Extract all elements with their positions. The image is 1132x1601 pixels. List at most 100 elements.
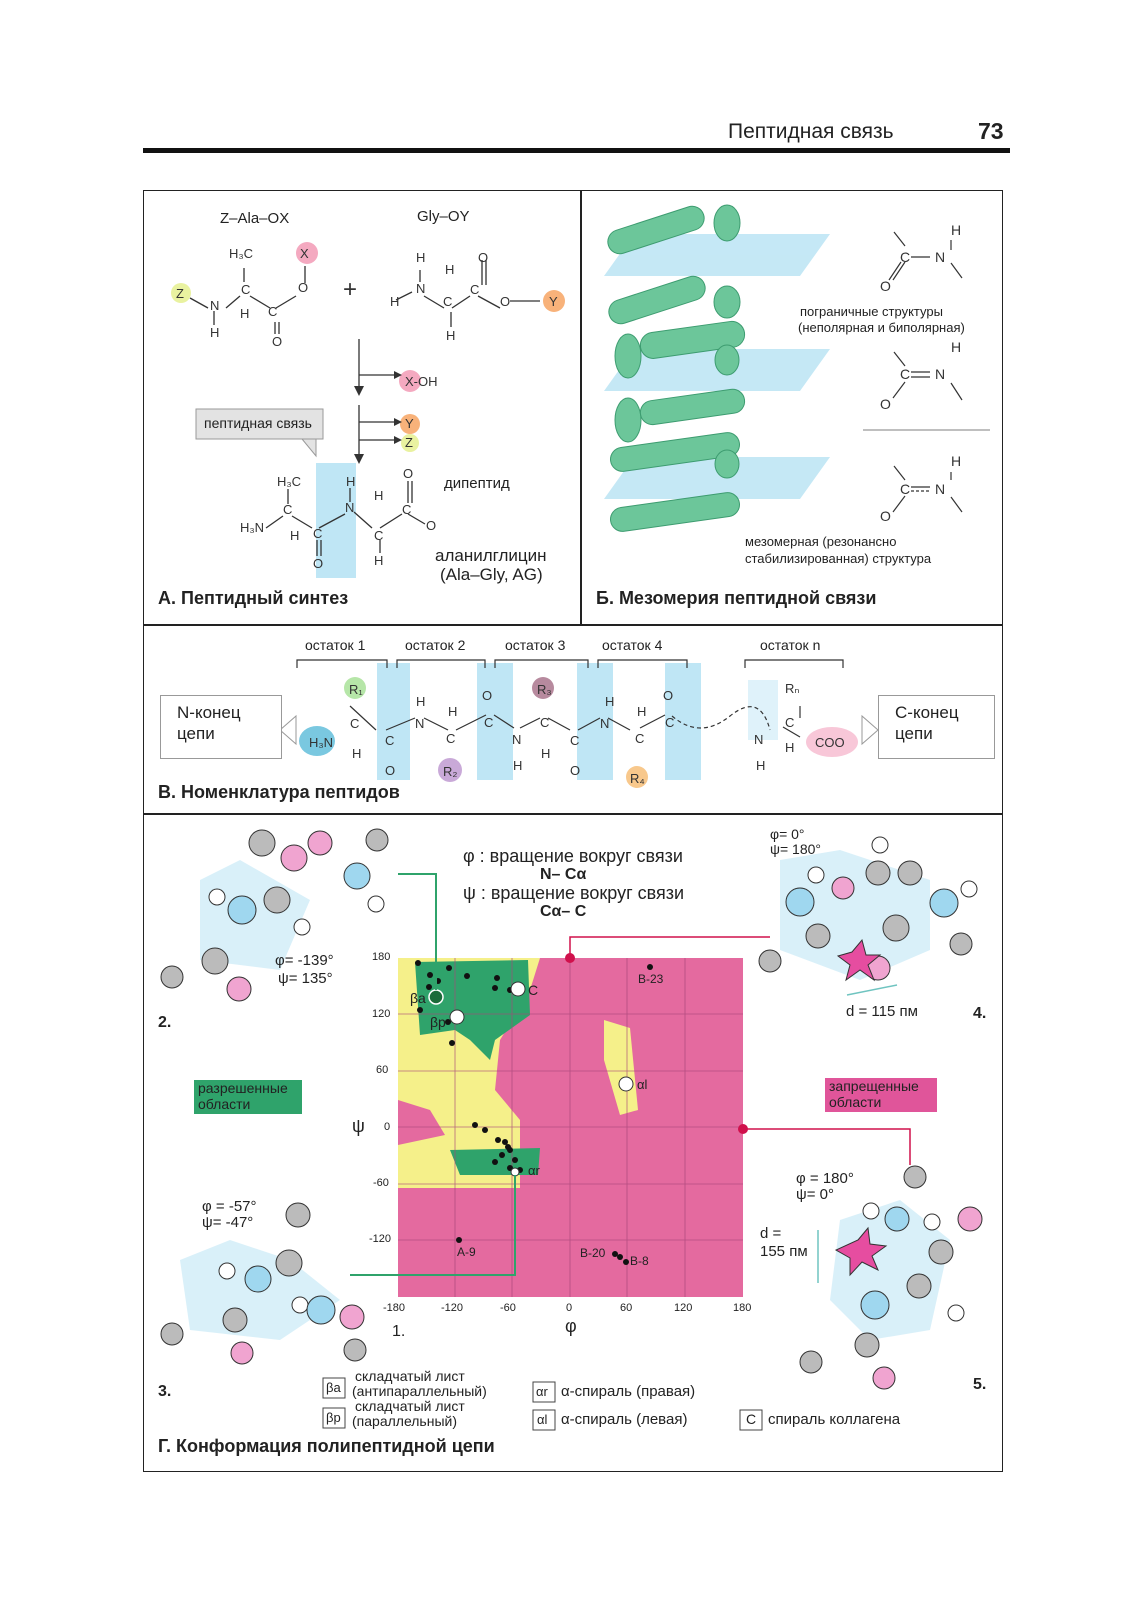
y-tick: -60 (373, 1177, 389, 1189)
figure-number-5: 5. (973, 1376, 987, 1393)
svg-text:H: H (346, 474, 355, 489)
svg-text:H: H (541, 746, 550, 761)
svg-text:C: C (470, 282, 479, 297)
allowed-label-2: области (198, 1096, 251, 1112)
svg-text:H: H (951, 453, 961, 469)
svg-text:O: O (663, 688, 673, 703)
svg-text:O: O (403, 466, 413, 481)
angles-2b: ψ= 135° (278, 970, 333, 987)
legend-sym-c: C (746, 1411, 757, 1427)
distance-5: d = (760, 1225, 782, 1242)
c-terminus-box: С-конец цепи (878, 695, 995, 759)
svg-text:H: H (210, 325, 219, 340)
svg-text:H: H (352, 746, 361, 761)
caption-b: Б. Мезомерия пептидной связи (596, 588, 877, 608)
point-label: B-8 (630, 1254, 649, 1268)
x-tick: -180 (383, 1302, 406, 1314)
legend-ba-1: складчатый лист (355, 1368, 465, 1384)
point-label: B-20 (580, 1246, 606, 1260)
legend-sym-al: αl (537, 1412, 548, 1427)
n-terminus-label-2: цепи (177, 724, 215, 743)
svg-text:H: H (240, 306, 249, 321)
svg-text:H: H (445, 262, 454, 277)
forbidden-regions-badge: запрещенные области (825, 1078, 937, 1112)
svg-text:H: H (785, 740, 794, 755)
divider-a-b (580, 190, 582, 624)
psi-bond: Cα– C (540, 903, 587, 920)
section-title: Пептидная связь (728, 120, 894, 143)
svg-text:C: C (446, 731, 455, 746)
page-number: 73 (978, 118, 1004, 144)
point-label: βp (430, 1014, 446, 1030)
allowed-label: разрешенные (198, 1080, 288, 1096)
svg-text:H: H (446, 328, 455, 343)
residue-1: остаток 1 (305, 637, 366, 653)
svg-text:H₃N: H₃N (309, 735, 333, 750)
point-label: αl (637, 1077, 648, 1092)
mesomeric-label-2: стабилизированная) структура (745, 551, 932, 566)
svg-text:H₃C: H₃C (277, 474, 301, 489)
angles-5: φ = 180° (796, 1170, 854, 1187)
point-label: αr (528, 1163, 540, 1178)
psi-definition: ψ : вращение вокруг связи (463, 883, 685, 903)
gly-oy-label: Gly–OY (417, 208, 470, 225)
legend-bp-1: складчатый лист (355, 1398, 465, 1414)
border-structures-label: пограничные структуры (800, 304, 943, 319)
x-tick: 0 (566, 1302, 573, 1314)
legend-ba-2: (антипараллельный) (352, 1383, 487, 1399)
distance-4: d = 115 пм (846, 1003, 918, 1020)
svg-text:H: H (416, 694, 425, 709)
svg-text:H: H (951, 339, 961, 355)
svg-text:X-OH: X-OH (405, 374, 438, 389)
svg-text:O: O (500, 294, 510, 309)
svg-text:C: C (665, 715, 674, 730)
svg-text:COO: COO (815, 735, 845, 750)
c-terminus-label: С-конец (895, 703, 959, 722)
svg-text:N: N (512, 732, 521, 747)
y-tick: 120 (372, 1008, 391, 1020)
svg-text:O: O (570, 763, 580, 778)
svg-text:O: O (880, 508, 891, 524)
svg-text:N: N (416, 281, 425, 296)
svg-text:Y: Y (405, 416, 414, 431)
svg-text:O: O (298, 280, 308, 295)
svg-text:H: H (756, 758, 765, 773)
angles-3b: ψ= -47° (202, 1214, 254, 1231)
point-label: C (528, 982, 539, 998)
svg-text:R₃: R₃ (537, 682, 552, 697)
caption-d: Г. Конформация полипептидной цепи (158, 1436, 495, 1456)
svg-text:H: H (513, 758, 522, 773)
svg-text:C: C (241, 282, 250, 297)
svg-text:N: N (210, 298, 219, 313)
svg-text:O: O (426, 518, 436, 533)
allowed-regions-badge: разрешенные области (194, 1080, 302, 1114)
n-terminus-box: N-конец цепи (160, 695, 282, 759)
svg-text:C: C (402, 502, 411, 517)
distance-5b: 155 пм (760, 1243, 808, 1260)
svg-text:N: N (935, 249, 945, 265)
svg-text:C: C (540, 715, 549, 730)
border-structures-label-2: (неполярная и биполярная) (798, 320, 965, 335)
svg-text:C: C (900, 366, 910, 382)
svg-text:C: C (900, 249, 910, 265)
svg-text:H: H (448, 704, 457, 719)
figure-number-1: 1. (392, 1323, 406, 1340)
svg-text:H: H (374, 553, 383, 568)
point-label: βa (410, 990, 426, 1006)
legend-sym-ar: αr (536, 1384, 548, 1399)
svg-text:C: C (385, 733, 394, 748)
svg-text:N: N (754, 732, 763, 747)
dipeptide-label: дипептид (444, 475, 510, 492)
svg-text:R₂: R₂ (443, 764, 457, 779)
svg-text:C: C (374, 528, 383, 543)
figure-number-2: 2. (158, 1014, 172, 1031)
svg-text:N: N (935, 481, 945, 497)
svg-text:C: C (484, 715, 493, 730)
c-terminus-label-2: цепи (895, 724, 933, 743)
svg-text:N: N (600, 716, 609, 731)
svg-text:C: C (900, 481, 910, 497)
phi-bond: N– Cα (540, 866, 587, 883)
caption-a: А. Пептидный синтез (158, 588, 349, 608)
legend-ar: α-спираль (правая) (561, 1383, 696, 1400)
